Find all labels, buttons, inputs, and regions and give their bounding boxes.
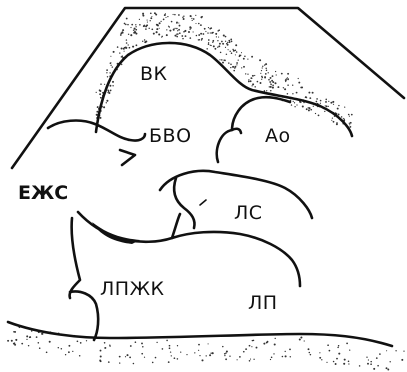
left-atrium-line [158, 169, 314, 220]
mitral-curve [170, 230, 302, 288]
label-vk: ВК [140, 63, 168, 85]
atrial-inner-arc [172, 176, 196, 230]
label-lpzhk: ЛПЖК [100, 278, 165, 300]
flow-arrow-icon [118, 148, 137, 167]
outflow-wall-line [94, 41, 354, 138]
left-ventricle-lower-wall [68, 290, 100, 342]
outflow-left-arc [46, 119, 147, 142]
label-bvo: БВО [149, 125, 192, 147]
label-lp: ЛП [248, 292, 278, 314]
outer-frame-line [10, 6, 406, 170]
stippled-band-lower [7, 326, 405, 371]
lower-band-line [6, 320, 394, 348]
left-ventricle-wall [68, 216, 82, 300]
aortic-valve-leaflet [230, 127, 243, 135]
atrial-small-mark [199, 199, 207, 206]
stippled-band-upper [95, 12, 353, 128]
aortic-root-line [215, 95, 292, 164]
septum-line [76, 210, 182, 244]
label-ezhs: ЕЖС [18, 182, 68, 204]
label-ao: Ао [265, 125, 291, 147]
label-ls: ЛС [234, 202, 263, 224]
septal-wedge [92, 222, 140, 244]
